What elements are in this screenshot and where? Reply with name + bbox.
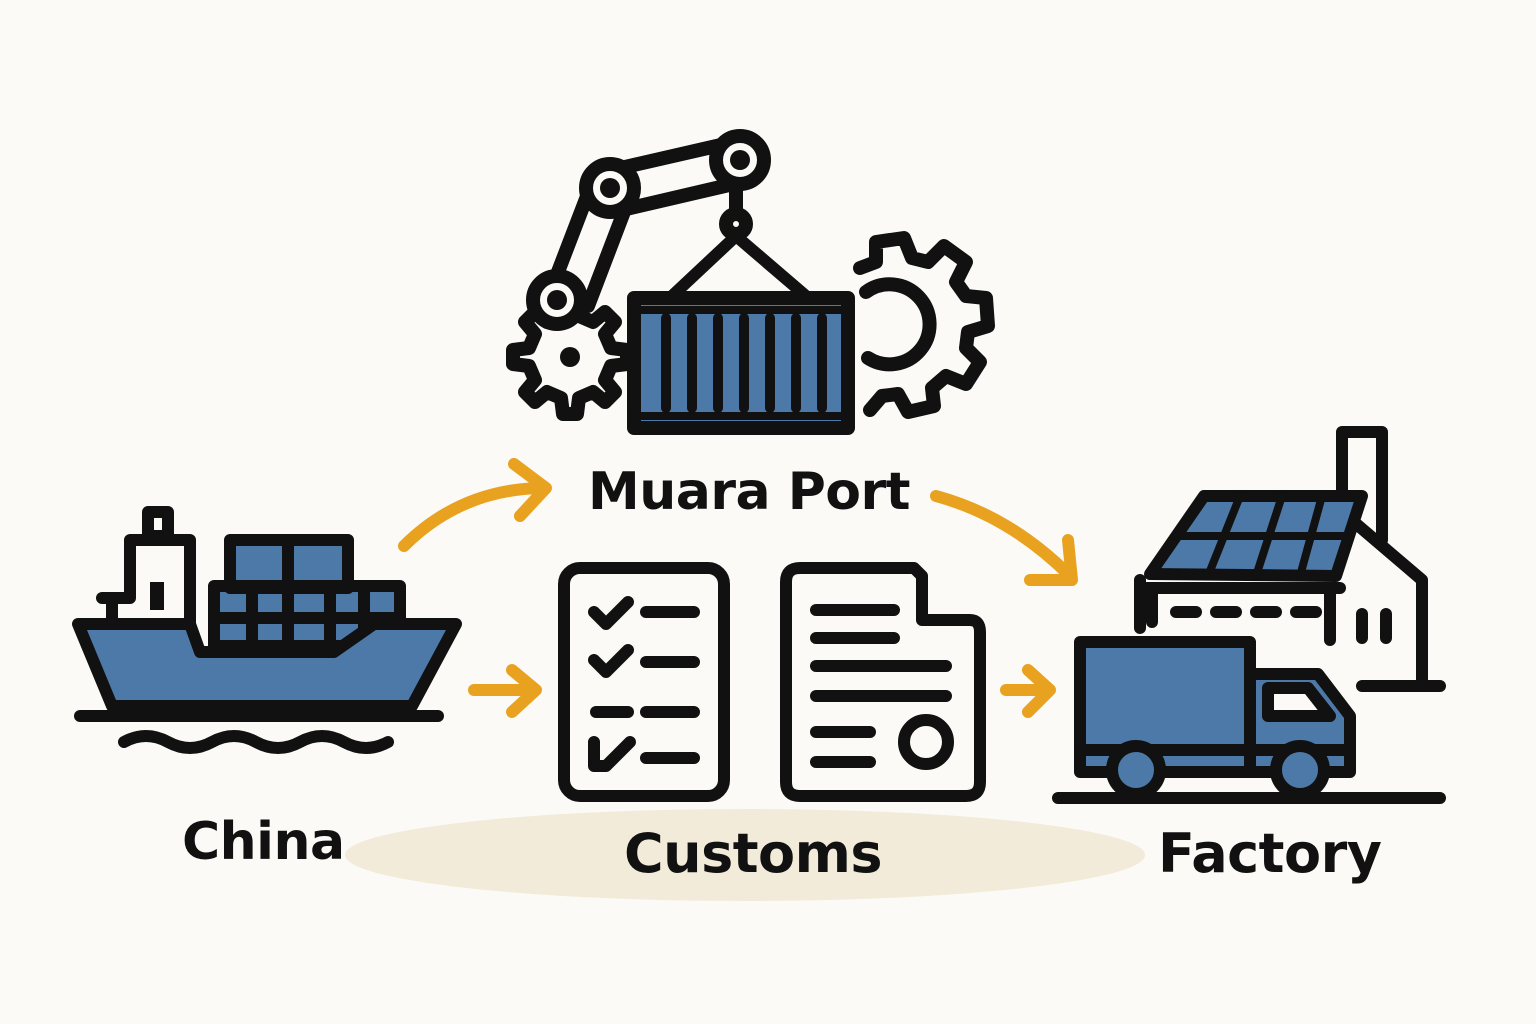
- arrow-china-to-port: [398, 458, 552, 552]
- robotic-arm-icon: [506, 129, 771, 421]
- factory-label: Factory: [1158, 822, 1382, 885]
- highlight-band: [345, 809, 1145, 901]
- shipping-container-icon: [627, 230, 855, 435]
- port-label: Muara Port: [588, 462, 911, 522]
- china-label: China: [182, 812, 345, 872]
- arrow-port-to-factory: [930, 490, 1078, 586]
- arm-base-gear-icon: [506, 293, 634, 421]
- factory-building-icon: [1134, 426, 1446, 692]
- arrow-customs-to-factory: [1000, 664, 1056, 718]
- document-icon: [780, 562, 986, 802]
- checklist-icon: [558, 562, 730, 802]
- customs-label: Customs: [624, 822, 883, 885]
- gear-icon: [853, 231, 995, 419]
- cargo-ship-icon: [72, 506, 462, 754]
- delivery-truck-icon: [1052, 636, 1446, 804]
- arrow-china-to-customs: [468, 664, 542, 718]
